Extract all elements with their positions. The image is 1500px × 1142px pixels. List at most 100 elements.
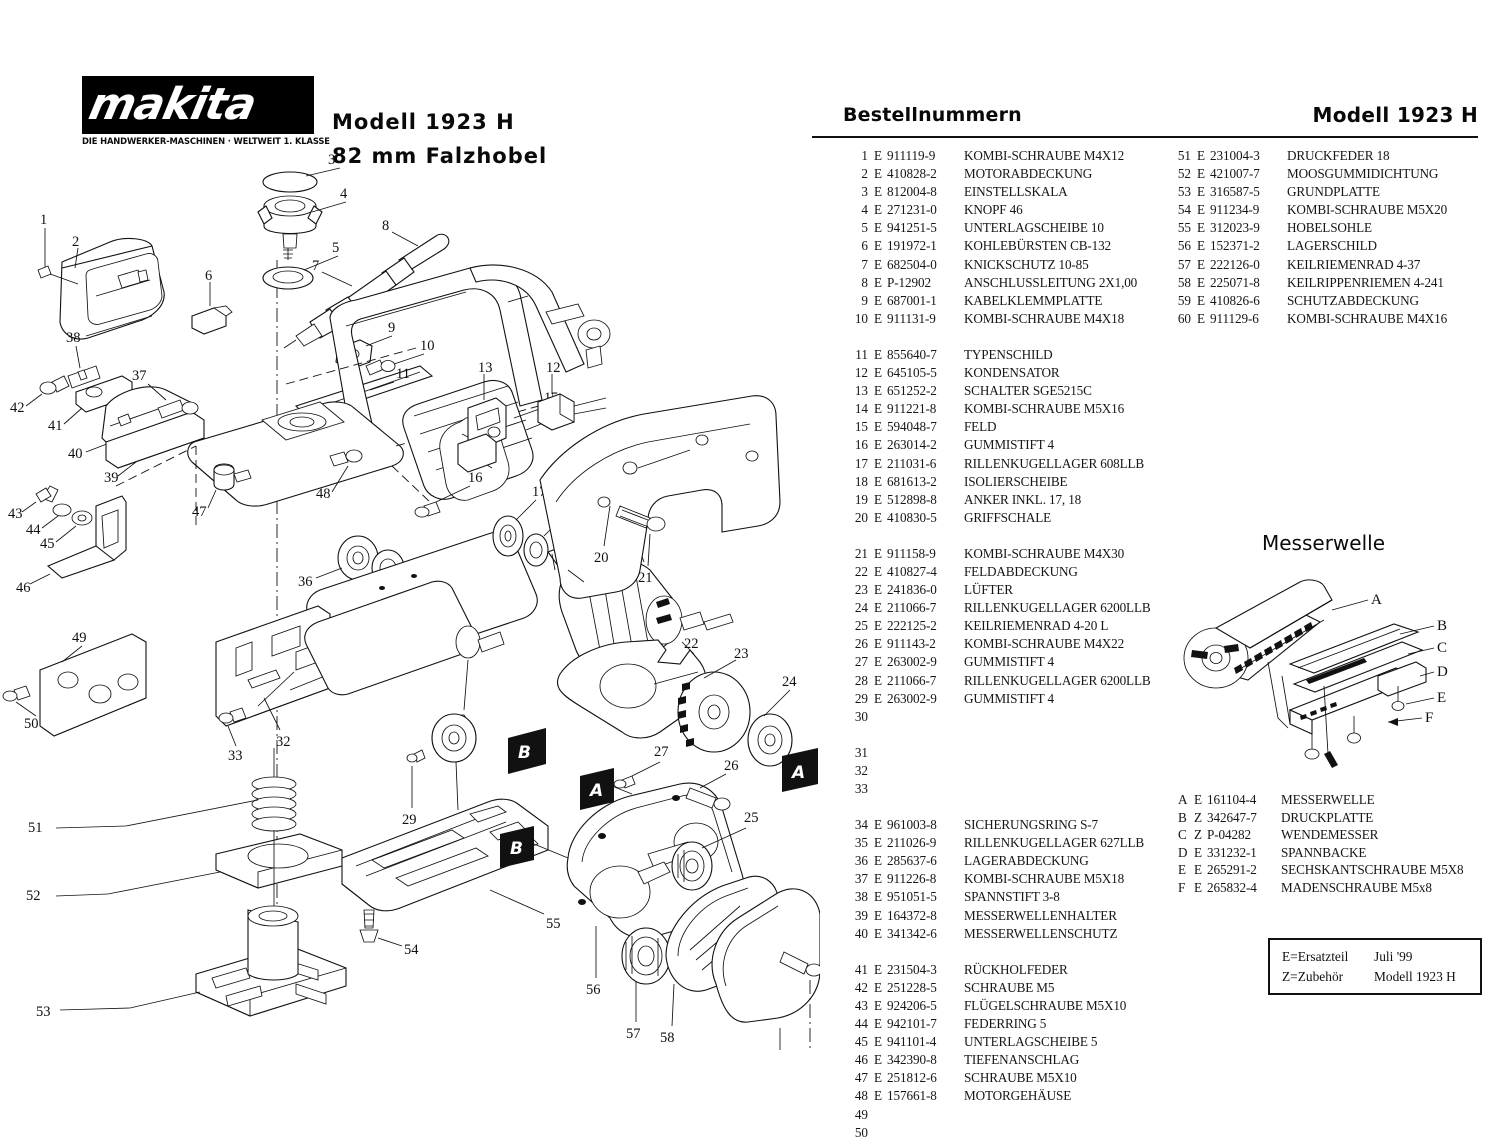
part-description: RILLENKUGELLAGER 608LLB: [964, 455, 1145, 471]
part-prefix: E: [874, 871, 883, 887]
parts-diagram-page: makita DIE HANDWERKER-MASCHINEN · WELTWE…: [0, 76, 1482, 1140]
part-index: 38: [854, 889, 868, 905]
parts-row: 33: [849, 780, 1151, 798]
part-number: 911129-6: [1210, 310, 1259, 326]
part-prefix: E: [874, 401, 883, 417]
part-prefix: E: [874, 166, 883, 182]
legend-row-ersatzteil: E=Ersatzteil Juli '99: [1282, 947, 1480, 967]
part-prefix: E: [874, 184, 883, 200]
part-number: 812004-8: [887, 184, 937, 200]
part-prefix: E: [874, 582, 883, 598]
part-description: KEILRIPPENRIEMEN 4-241: [1287, 274, 1444, 290]
part-number: 312023-9: [1210, 220, 1260, 236]
part-index: 8: [861, 274, 868, 290]
part-number: P-04282: [1207, 827, 1251, 843]
part-prefix: E: [874, 491, 883, 507]
list-spacer: [849, 943, 1151, 961]
part-description: TYPENSCHILD: [964, 346, 1053, 362]
part-number: 682504-0: [887, 256, 937, 272]
part-number: [887, 708, 964, 726]
part-number: 161104-4: [1207, 792, 1257, 807]
part-description: GRIFFSCHALE: [964, 509, 1052, 525]
part-index: 59: [1177, 292, 1191, 308]
part-index: 14: [854, 401, 868, 417]
model-heading: Modell 1923 H 82 mm Falzhobel: [332, 105, 547, 173]
part-number: 341342-6: [887, 925, 937, 941]
parts-row: 50: [849, 1124, 1151, 1142]
part-description: KOMBI-SCHRAUBE M4X22: [964, 636, 1125, 652]
part-description: TIEFENANSCHLAG: [964, 1052, 1080, 1068]
part-prefix: E: [874, 202, 883, 218]
part-prefix: E: [874, 1088, 883, 1104]
part-description: WENDEMESSER: [1281, 827, 1379, 843]
legend-model: Modell 1923 H: [1374, 969, 1456, 984]
svg-text:43: 43: [8, 506, 23, 522]
part-number: 924206-5: [887, 997, 937, 1013]
makita-logo-mark: makita: [82, 76, 314, 134]
makita-logo-block: makita DIE HANDWERKER-MASCHINEN · WELTWE…: [82, 76, 330, 146]
part-prefix: E: [874, 690, 883, 706]
part-description: LÜFTER: [964, 582, 1013, 598]
svg-text:7: 7: [312, 258, 319, 274]
part-prefix: E: [874, 455, 883, 471]
part-index: 57: [1177, 256, 1191, 272]
part-prefix: E: [874, 256, 883, 272]
part-description: SCHUTZABDECKUNG: [1287, 292, 1419, 308]
part-index: 32: [854, 762, 868, 778]
part-prefix: E: [874, 383, 883, 399]
svg-text:48: 48: [316, 486, 331, 502]
part-index: 55: [1177, 220, 1191, 236]
part-index: 44: [854, 1016, 868, 1032]
part-index: 24: [854, 600, 868, 616]
part-description: ISOLIERSCHEIBE: [964, 473, 1068, 489]
part-prefix: [874, 1106, 887, 1124]
part-index: 4: [861, 202, 868, 218]
part-number: 222126-0: [1210, 256, 1260, 272]
part-prefix: E: [874, 310, 883, 326]
svg-text:27: 27: [654, 744, 669, 760]
part-description: GRUNDPLATTE: [1287, 184, 1380, 200]
part-number: [887, 762, 964, 780]
part-prefix: E: [1197, 184, 1206, 200]
part-index: 15: [854, 419, 868, 435]
part-index: B: [1178, 809, 1187, 825]
svg-text:47: 47: [192, 504, 207, 520]
part-index: 54: [1177, 202, 1191, 218]
part-index: F: [1178, 879, 1186, 895]
part-description: KONDENSATOR: [964, 365, 1060, 381]
part-index: 6: [861, 238, 868, 254]
part-description: KOMBI-SCHRAUBE M5X20: [1287, 202, 1448, 218]
part-number: [887, 744, 964, 762]
svg-text:1: 1: [40, 212, 47, 228]
part-index: 9: [861, 292, 868, 308]
svg-text:16: 16: [468, 470, 483, 486]
exploded-assembly-figure: 3 4 5 1 2 6: [0, 150, 820, 1050]
part-number: 265291-2: [1207, 862, 1257, 878]
part-index: 35: [854, 835, 868, 851]
svg-text:32: 32: [276, 734, 291, 750]
svg-text:23: 23: [734, 646, 749, 662]
part-prefix: E: [1197, 148, 1206, 163]
part-prefix: E: [874, 238, 883, 254]
